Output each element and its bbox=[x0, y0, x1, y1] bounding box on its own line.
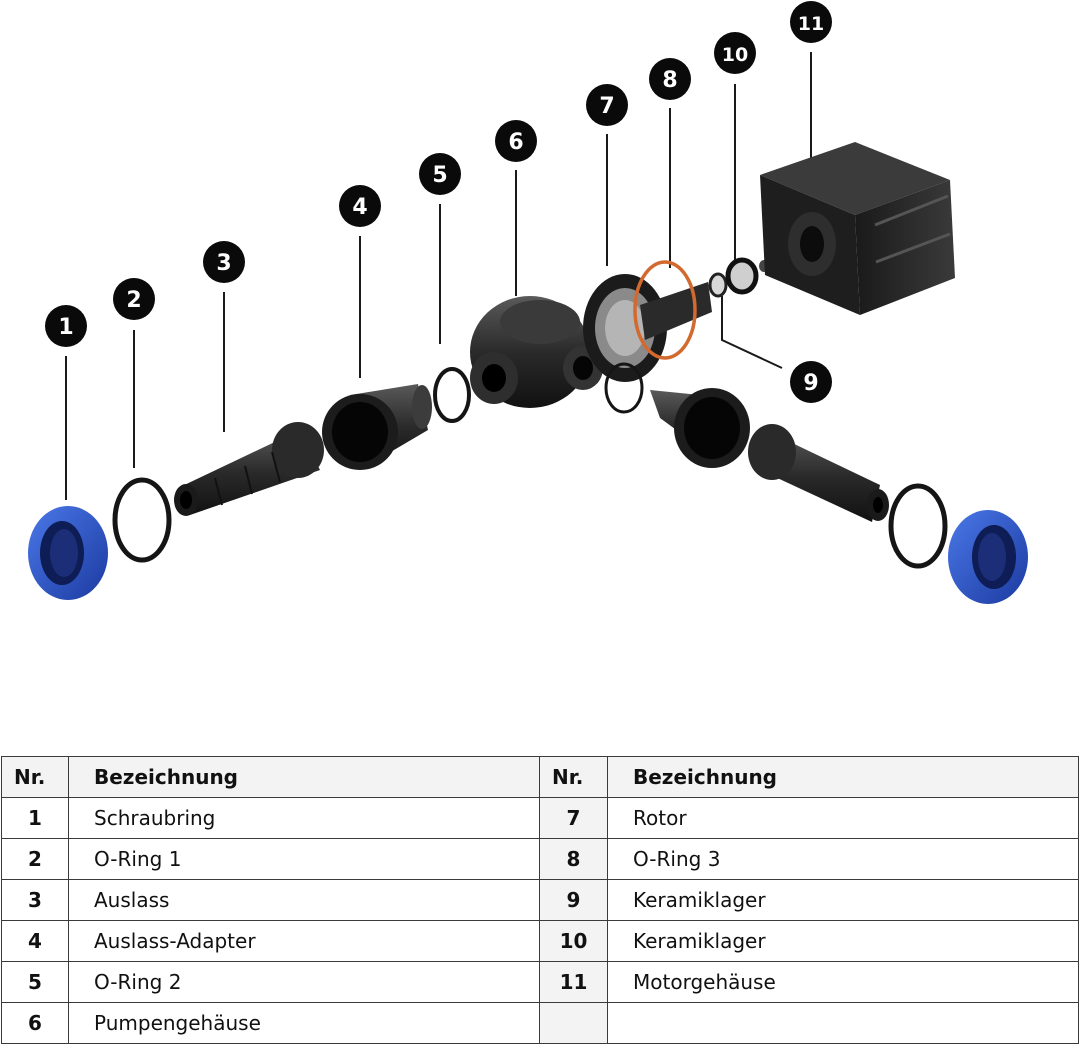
badge-4: 4 bbox=[339, 185, 381, 227]
o-ring-1-icon bbox=[112, 477, 172, 563]
header-name-left: Bezeichnung bbox=[68, 756, 540, 798]
badge-8: 8 bbox=[649, 58, 691, 100]
badge-4-label: 4 bbox=[352, 195, 367, 220]
badge-10: 10 bbox=[714, 32, 756, 74]
badge-10-label: 10 bbox=[722, 44, 748, 66]
header-name-right: Bezeichnung bbox=[607, 756, 1079, 798]
row-name: Auslass-Adapter bbox=[68, 920, 540, 962]
row-name: Schraubring bbox=[68, 797, 540, 839]
row-name: Keramiklager bbox=[607, 879, 1079, 921]
table-row: 5 O-Ring 2 11 Motorgehäuse bbox=[1, 961, 1079, 1003]
badge-1-label: 1 bbox=[58, 315, 73, 340]
outlet-right-icon bbox=[748, 424, 889, 522]
row-nr bbox=[539, 1002, 608, 1044]
table-row: 1 Schraubring 7 Rotor bbox=[1, 797, 1079, 839]
row-name: O-Ring 3 bbox=[607, 838, 1079, 880]
row-nr: 5 bbox=[1, 961, 69, 1003]
row-nr: 4 bbox=[1, 920, 69, 962]
screw-ring-right-icon bbox=[948, 510, 1028, 604]
badge-11-label: 11 bbox=[798, 13, 824, 35]
row-name: Pumpengehäuse bbox=[68, 1002, 540, 1044]
o-ring-right-icon bbox=[888, 483, 948, 569]
badge-11: 11 bbox=[790, 1, 832, 43]
table-row: 2 O-Ring 1 8 O-Ring 3 bbox=[1, 838, 1079, 880]
table-row: 6 Pumpengehäuse bbox=[1, 1002, 1079, 1044]
screw-ring-left-icon bbox=[28, 506, 108, 600]
badge-1: 1 bbox=[45, 305, 87, 347]
motor-housing-icon bbox=[760, 142, 955, 315]
badge-6: 6 bbox=[495, 120, 537, 162]
badge-6-label: 6 bbox=[508, 130, 523, 155]
o-ring-3-icon bbox=[633, 260, 697, 360]
ceramic-bearing-10-icon bbox=[725, 257, 769, 295]
exploded-pump-diagram: 1 2 3 4 5 6 7 8 9 10 11 bbox=[28, 1, 1028, 604]
header-nr-left: Nr. bbox=[1, 756, 69, 798]
row-nr: 6 bbox=[1, 1002, 69, 1044]
badge-3-label: 3 bbox=[216, 251, 231, 276]
table-row: 3 Auslass 9 Keramiklager bbox=[1, 879, 1079, 921]
badge-5-label: 5 bbox=[432, 163, 447, 188]
pump-housing-icon bbox=[470, 296, 603, 408]
header-nr-right: Nr. bbox=[539, 756, 608, 798]
row-name: Keramiklager bbox=[607, 920, 1079, 962]
outlet-adapter-right-icon bbox=[650, 388, 750, 468]
badge-7-label: 7 bbox=[599, 94, 614, 119]
row-nr: 1 bbox=[1, 797, 69, 839]
badge-2-label: 2 bbox=[126, 288, 141, 313]
row-name: Auslass bbox=[68, 879, 540, 921]
row-nr: 11 bbox=[539, 961, 608, 1003]
badge-2: 2 bbox=[113, 278, 155, 320]
outlet-adapter-icon bbox=[322, 384, 432, 470]
badge-7: 7 bbox=[586, 84, 628, 126]
row-nr: 8 bbox=[539, 838, 608, 880]
row-name bbox=[607, 1002, 1079, 1044]
o-ring-2-icon bbox=[433, 367, 471, 423]
row-nr: 2 bbox=[1, 838, 69, 880]
table-row: 4 Auslass-Adapter 10 Keramiklager bbox=[1, 920, 1079, 962]
row-name: O-Ring 1 bbox=[68, 838, 540, 880]
row-nr: 3 bbox=[1, 879, 69, 921]
table-header-row: Nr. Bezeichnung Nr. Bezeichnung bbox=[1, 756, 1079, 798]
leader-lines bbox=[65, 52, 812, 500]
badge-3: 3 bbox=[203, 241, 245, 283]
badge-9: 9 bbox=[790, 361, 832, 403]
row-name: Motorgehäuse bbox=[607, 961, 1079, 1003]
outlet-icon bbox=[174, 422, 324, 516]
badge-8-label: 8 bbox=[662, 68, 677, 93]
badge-9-label: 9 bbox=[803, 371, 818, 396]
row-nr: 9 bbox=[539, 879, 608, 921]
badge-5: 5 bbox=[419, 153, 461, 195]
row-nr: 10 bbox=[539, 920, 608, 962]
row-name: O-Ring 2 bbox=[68, 961, 540, 1003]
parts-table: Nr. Bezeichnung Nr. Bezeichnung 1 Schrau… bbox=[1, 756, 1079, 1044]
row-name: Rotor bbox=[607, 797, 1079, 839]
ceramic-bearing-9-icon bbox=[708, 272, 728, 298]
row-nr: 7 bbox=[539, 797, 608, 839]
